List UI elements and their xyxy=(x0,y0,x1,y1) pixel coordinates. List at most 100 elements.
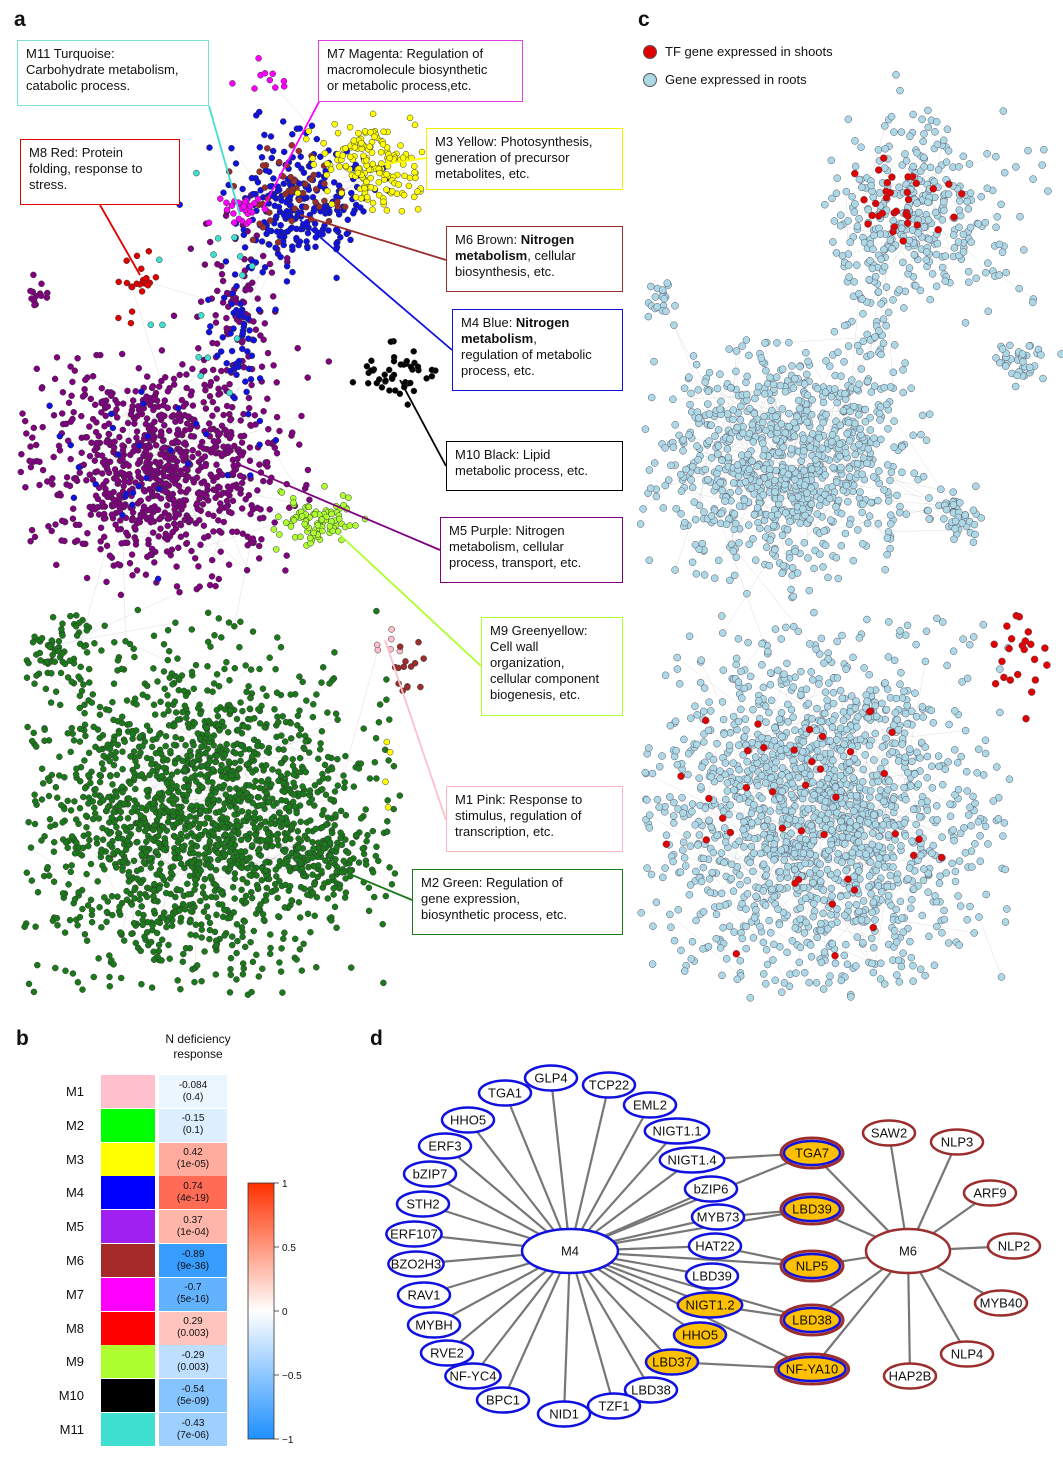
network-a-node xyxy=(340,857,347,865)
network-a-node xyxy=(96,711,104,718)
network-c-node xyxy=(718,456,726,465)
network-a-node xyxy=(123,887,130,895)
network-a-node xyxy=(157,525,164,532)
network-a-node xyxy=(108,892,116,900)
network-a-node xyxy=(52,783,60,791)
network-a-node xyxy=(233,283,240,290)
network-a-node xyxy=(36,458,43,466)
network-a-node xyxy=(238,730,246,737)
network-a-node xyxy=(328,829,336,837)
network-a-node xyxy=(192,921,200,929)
network-a-node xyxy=(228,941,236,949)
network-a-node xyxy=(376,701,384,708)
network-a-node xyxy=(357,815,365,822)
network-a-node xyxy=(76,804,84,812)
network-a-node xyxy=(188,839,195,847)
network-a-edge xyxy=(51,622,176,646)
network-a-node xyxy=(247,422,255,429)
network-a-node xyxy=(197,541,204,549)
network-a-node xyxy=(220,781,228,789)
network-c-node xyxy=(667,461,675,470)
network-a-node xyxy=(304,891,311,898)
network-a-node xyxy=(262,867,270,874)
network-a-node xyxy=(137,497,145,505)
network-a-node xyxy=(89,815,97,823)
network-a-node xyxy=(142,447,150,455)
network-a-node xyxy=(125,462,132,469)
network-c-node xyxy=(858,508,866,517)
network-a-node xyxy=(182,497,190,504)
network-a-node xyxy=(99,499,106,506)
network-a-node xyxy=(73,839,80,846)
network-a-node xyxy=(106,983,114,990)
network-a-node xyxy=(249,799,256,807)
network-a-node xyxy=(295,147,303,155)
network-a-node xyxy=(289,756,296,763)
network-a-node xyxy=(203,492,210,499)
network-a-node xyxy=(168,922,176,930)
network-a-node xyxy=(254,487,261,494)
network-a-node xyxy=(59,819,66,826)
network-a-node xyxy=(100,533,108,541)
network-a-node xyxy=(150,406,157,414)
network-a-node xyxy=(114,834,122,842)
network-a-node xyxy=(366,143,373,150)
network-a-node xyxy=(152,749,160,757)
network-a-node xyxy=(220,294,228,301)
network-a-node xyxy=(321,841,328,848)
network-a-node xyxy=(244,315,252,322)
network-a-node xyxy=(87,896,95,904)
network-a-node xyxy=(324,160,331,167)
network-a-node xyxy=(124,471,132,479)
network-a-node xyxy=(247,510,254,518)
network-a-node xyxy=(190,685,198,693)
network-a-node xyxy=(346,153,354,161)
network-a-node xyxy=(306,534,314,542)
network-a-node xyxy=(214,849,222,857)
network-a-node xyxy=(190,741,197,749)
network-a-node xyxy=(33,672,40,679)
network-a-node xyxy=(390,805,397,813)
network-a-node xyxy=(143,838,150,846)
network-a-node xyxy=(262,859,269,866)
network-a-node xyxy=(101,866,108,873)
network-a-node xyxy=(258,154,266,161)
network-a-node xyxy=(388,375,396,383)
network-a-node xyxy=(235,215,243,223)
network-a-node xyxy=(108,511,116,518)
network-a-node xyxy=(350,137,358,144)
network-a-node xyxy=(256,220,263,228)
network-c-node xyxy=(788,564,797,572)
network-a-node xyxy=(216,430,224,437)
network-a-node xyxy=(385,757,392,764)
network-a-node xyxy=(138,804,146,812)
network-a-node xyxy=(32,441,40,449)
network-a-node xyxy=(153,848,160,855)
network-a-node xyxy=(187,917,194,925)
network-a-node xyxy=(228,300,236,308)
network-a-node xyxy=(224,728,232,736)
network-a-node xyxy=(293,809,300,817)
network-a-node xyxy=(162,742,169,750)
network-a-node xyxy=(163,502,171,509)
network-a-node xyxy=(226,785,233,793)
network-a-node xyxy=(113,864,120,871)
network-a-node xyxy=(71,896,79,903)
network-a-node xyxy=(231,271,239,278)
network-a-node xyxy=(137,733,144,740)
network-a-node xyxy=(214,287,221,295)
network-a-node xyxy=(98,924,105,931)
network-a-node xyxy=(179,958,187,966)
network-a-node xyxy=(247,376,255,383)
network-c-node xyxy=(890,443,898,451)
network-a-node xyxy=(236,253,244,260)
network-a-node xyxy=(395,664,402,672)
network-a-node xyxy=(223,402,231,410)
network-a-node xyxy=(91,804,98,812)
network-a-node xyxy=(358,139,365,147)
network-a-node xyxy=(303,697,310,704)
network-a-node xyxy=(77,663,84,671)
network-a-node xyxy=(170,741,178,749)
network-a-node xyxy=(253,951,260,959)
network-a-node xyxy=(174,716,182,723)
